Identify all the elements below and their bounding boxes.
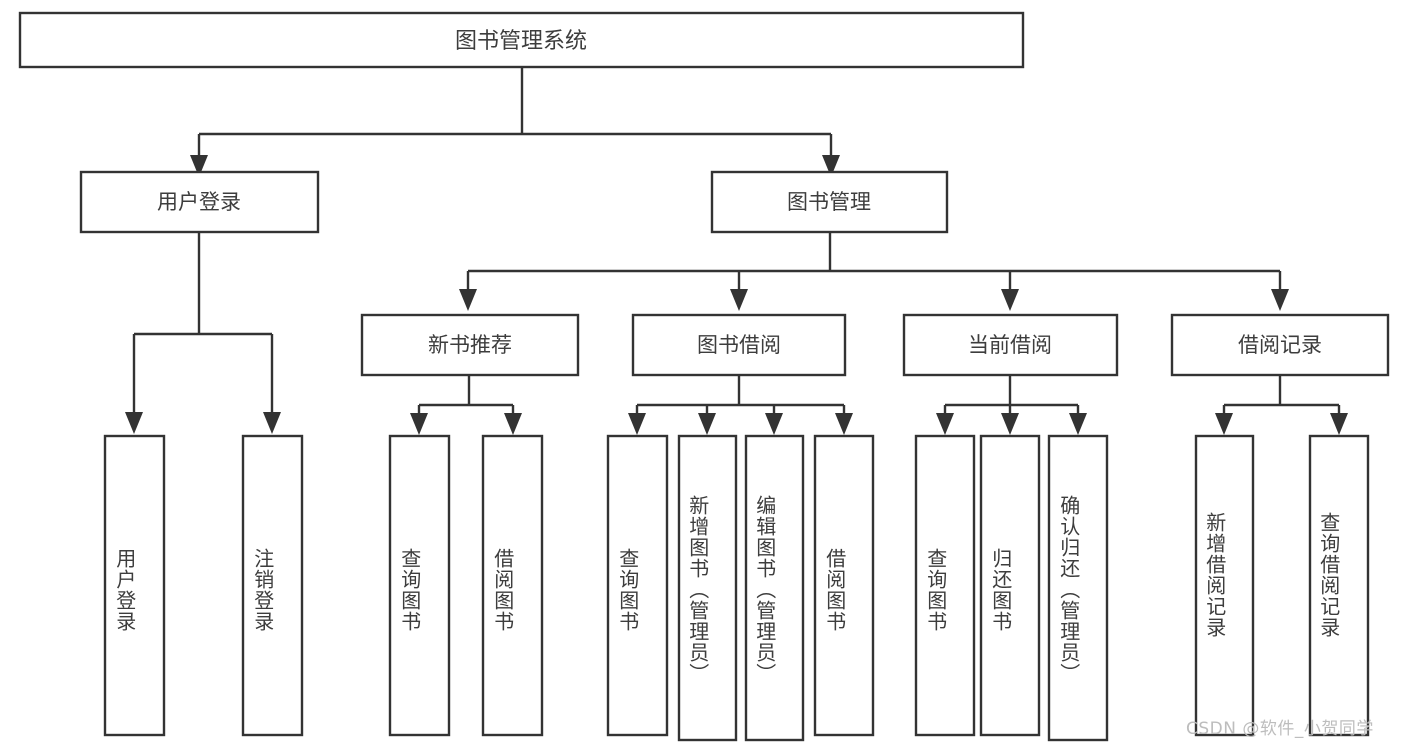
node-current-borrow[interactable]: 当前借阅 (902, 313, 1119, 377)
edges-layer (125, 67, 1348, 435)
node-borrow-record[interactable]: 借阅记录 (1170, 313, 1390, 377)
edge-borrow-record-bus (1222, 375, 1341, 413)
node-book-management[interactable]: 图书管理 (710, 170, 949, 234)
node-book-borrow[interactable]: 图书借阅 (631, 313, 847, 377)
node-book-borrow-box[interactable] (631, 313, 847, 377)
edge-current-borrow-bus (943, 375, 1080, 413)
node-leaf-query-book-1-box[interactable] (388, 434, 451, 737)
node-book-borrow-label: 图书借阅 (697, 333, 781, 357)
arrowhead-current-borrow (1001, 289, 1019, 311)
arrowhead-user-login (190, 155, 208, 177)
arrowhead-leaf-borrow-book-1 (504, 413, 522, 435)
edge-user-login-bus (132, 232, 274, 412)
node-borrow-record-label: 借阅记录 (1238, 333, 1322, 357)
node-current-borrow-label: 当前借阅 (968, 333, 1052, 357)
arrowhead-book-management (822, 155, 840, 177)
node-leaf-borrow-book-1-box[interactable] (481, 434, 544, 737)
node-leaf-query-book-3-box[interactable] (914, 434, 976, 737)
edge-book-borrow-bus (635, 375, 846, 413)
arrowhead-leaf-return-book (1001, 413, 1019, 435)
node-leaf-borrow-book-2-box[interactable] (813, 434, 875, 737)
node-leaf-query-book-2-box[interactable] (606, 434, 669, 737)
node-book-management-label: 图书管理 (787, 190, 871, 214)
node-book-management-box[interactable] (710, 170, 949, 234)
node-new-book-recommend[interactable]: 新书推荐 (360, 313, 580, 377)
arrowhead-leaf-confirm-return (1069, 413, 1087, 435)
node-user-login-label: 用户登录 (157, 190, 241, 214)
node-user-login-box[interactable] (79, 170, 320, 234)
arrowhead-new-book-recommend (459, 289, 477, 311)
node-leaf-query-record-box[interactable] (1308, 434, 1370, 737)
node-leaf-return-book-box[interactable] (979, 434, 1041, 737)
node-new-book-recommend-label: 新书推荐 (428, 333, 512, 357)
node-root-box[interactable] (18, 11, 1025, 69)
node-leaf-logout-box[interactable] (241, 434, 304, 737)
arrowhead-leaf-edit-book (765, 413, 783, 435)
arrowhead-leaf-query-book-3 (936, 413, 954, 435)
arrowhead-book-borrow (730, 289, 748, 311)
node-leaf-user-login-box[interactable] (103, 434, 166, 737)
edge-new-book-recommend-bus (417, 375, 515, 413)
arrowhead-leaf-query-record (1330, 413, 1348, 435)
node-root[interactable]: 图书管理系统 (18, 11, 1025, 69)
arrowhead-leaf-query-book-2 (628, 413, 646, 435)
arrowhead-leaf-logout (263, 412, 281, 434)
node-new-book-recommend-box[interactable] (360, 313, 580, 377)
arrowhead-leaf-query-book-1 (410, 413, 428, 435)
node-leaf-add-book-box[interactable] (677, 434, 738, 742)
node-user-login[interactable]: 用户登录 (79, 170, 320, 234)
node-borrow-record-box[interactable] (1170, 313, 1390, 377)
edge-root-bus (197, 67, 833, 155)
arrowhead-leaf-add-book (698, 413, 716, 435)
arrowhead-borrow-record (1271, 289, 1289, 311)
arrowhead-leaf-borrow-book-2 (835, 413, 853, 435)
edge-book-management-bus (466, 232, 1282, 289)
node-root-label: 图书管理系统 (455, 29, 587, 54)
csdn-watermark: CSDN @软件_小贺同学 (1186, 719, 1374, 739)
arrowhead-leaf-add-record (1215, 413, 1233, 435)
arrowhead-leaf-user-login (125, 412, 143, 434)
node-leaf-edit-book-box[interactable] (744, 434, 805, 742)
node-current-borrow-box[interactable] (902, 313, 1119, 377)
node-leaf-add-record-box[interactable] (1194, 434, 1255, 737)
node-leaf-confirm-return-box[interactable] (1047, 434, 1109, 742)
